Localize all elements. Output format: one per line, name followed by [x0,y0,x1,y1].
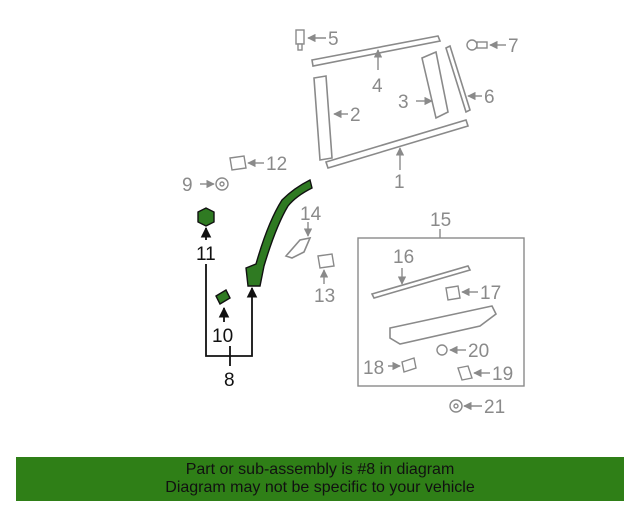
part-4-roof-molding: 4 [311,35,442,97]
part-10-clip: 10 [212,289,233,347]
callout-11: 11 [196,244,216,265]
part-12-clip: 12 [229,154,287,175]
callout-16: 16 [393,247,414,268]
info-banner: Part or sub-assembly is #8 in diagram Di… [16,457,624,501]
callout-2: 2 [350,105,361,126]
part-1-belt-molding: 1 [324,119,470,193]
part-8-highlighted-molding [245,178,313,287]
part-3-rear-garnish: 3 [398,50,449,120]
callout-20: 20 [468,341,489,362]
callout-4: 4 [372,76,383,97]
callout-10: 10 [212,326,233,347]
callout-7: 7 [508,36,519,57]
part-9-grommet: 9 [182,175,229,196]
part-5-clip: 5 [295,29,339,51]
part-6-rear-molding: 6 [445,44,495,114]
callout-8: 8 [224,370,235,391]
part-13-clip: 13 [314,253,335,307]
callout-12: 12 [266,154,287,175]
callout-9: 9 [182,175,193,196]
callout-14: 14 [300,204,322,225]
part-21-grommet: 21 [449,397,505,418]
part-14-protector: 14 [284,204,322,259]
banner-line-1: Part or sub-assembly is #8 in diagram [185,461,455,478]
part-2-pillar-garnish: 2 [313,75,361,161]
callout-15: 15 [430,210,451,231]
callout-18: 18 [363,358,384,379]
part-15-assembly-box: 15 16 17 20 18 19 [357,210,525,387]
banner-line-2: Diagram may not be specific to your vehi… [165,479,475,496]
callout-19: 19 [492,364,513,385]
callout-6: 6 [484,87,495,108]
callout-1: 1 [394,172,405,193]
callout-21: 21 [484,397,505,418]
part-7-screw: 7 [466,36,519,57]
callout-13: 13 [314,286,335,307]
part-11-clip: 11 [196,207,216,265]
callout-8-bracket: 8 [205,264,258,391]
callout-3: 3 [398,92,409,113]
callout-5: 5 [328,29,339,50]
callout-17: 17 [480,283,501,304]
